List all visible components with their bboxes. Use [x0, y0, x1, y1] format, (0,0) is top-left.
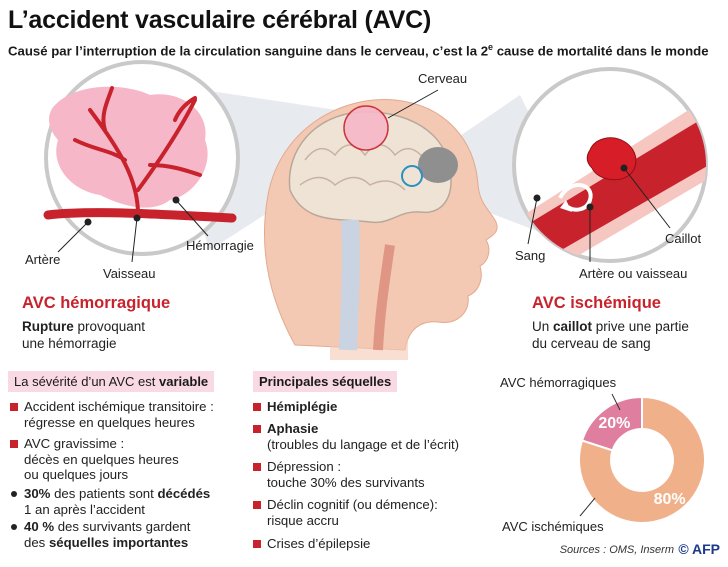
sequelle-item-3-l2: touche 30% des survivants [267, 474, 425, 490]
blood-flow-arrowhead [560, 200, 572, 212]
sang-pointer [527, 197, 538, 245]
severity-item-3-m: des patients sont [50, 486, 158, 501]
label-vaisseau: Vaisseau [103, 266, 156, 281]
sources: Sources : OMS, Inserm [559, 544, 674, 556]
label-artere: Artère [25, 252, 61, 267]
sequelle-item-4-l2: risque accru [267, 512, 339, 528]
sequelle-item-2: Aphasie (troubles du langage et de l’écr… [253, 421, 459, 452]
sequelles-header: Principales séquelles [253, 371, 398, 392]
avc-hemorragique-desc: Rupture provoquant une hémorragie [22, 318, 145, 352]
donut-category-hemorragiques: AVC hémorragiques [500, 375, 617, 390]
vessel-section [514, 90, 706, 261]
sequelle-item-5: Crises d’épilepsie [253, 536, 370, 552]
ischemique-bold: caillot [553, 319, 593, 334]
severity-item-2-l2: décès en quelques heures [24, 451, 179, 467]
severity-item-1: Accident ischémique transitoire : régres… [10, 399, 214, 430]
cerveau-pointer [387, 89, 439, 119]
brain-folds [299, 144, 426, 191]
severity-item-4-b1: 40 % [24, 519, 55, 534]
sequelle-item-3: Dépression : touche 30% des survivants [253, 459, 425, 490]
severity-item-1-l2: régresse en quelques heures [24, 414, 195, 430]
severity-header-text: La sévérité d’un AVC est [14, 374, 160, 389]
donut-chart: 20% 80% [578, 395, 706, 524]
label-artere-ou-vaisseau: Artère ou vaisseau [579, 266, 688, 281]
brain-zoom-circle-2 [401, 165, 423, 187]
donut-value-label-0: 20% [598, 415, 630, 432]
label-hemorragie: Hémorragie [186, 238, 254, 253]
donut-value-label-1: 80% [654, 491, 686, 508]
artery-left [43, 208, 237, 223]
page-subtitle: Causé par l’interruption de la circulati… [8, 42, 709, 58]
airway [373, 244, 395, 351]
brainstem [339, 219, 360, 351]
hemorragique-rest: provoquant [73, 319, 146, 334]
page-title: L’accident vasculaire cérébral (AVC) [8, 6, 432, 34]
severity-header: La sévérité d’un AVC est variable [8, 371, 215, 392]
sequelle-item-5-text: Crises d’épilepsie [267, 536, 371, 551]
cerebellum [418, 147, 458, 183]
ischemique-pre: Un [532, 319, 554, 334]
severity-item-3: 30% des patients sont décédés 1 an après… [10, 486, 210, 517]
subtitle-text: Causé par l’interruption de la circulati… [8, 43, 489, 59]
severity-item-4-m: des survivants gardent [54, 519, 191, 534]
vessel-branches [73, 86, 202, 216]
severity-item-3-l2: 1 an après l’accident [24, 501, 145, 517]
sequelle-item-3-l1: Dépression : [267, 459, 342, 474]
hemorragie-pointer [175, 199, 209, 237]
sequelle-item-2-l2: (troubles du langage et de l’écrit) [267, 436, 460, 452]
label-caillot: Caillot [665, 231, 702, 246]
hemorragique-bold: Rupture [22, 319, 74, 334]
afp-logo: © AFP [678, 541, 720, 557]
avc-ischemique-desc: Un caillot prive une partie du cerveau d… [532, 318, 689, 352]
hemorragique-line2: une hémorragie [22, 336, 117, 351]
severity-item-2-l3: ou quelques jours [24, 467, 129, 482]
label-sang: Sang [515, 248, 546, 263]
severity-item-3-b1: 30% [24, 486, 51, 501]
subtitle-text-end: cause de mortalité dans le monde [493, 43, 709, 59]
severity-item-4-l2-pre: des [24, 534, 49, 550]
severity-item-4-l2-bold: séquelles importantes [48, 534, 189, 550]
sequelle-item-4-l1: Déclin cognitif (ou démence): [267, 497, 438, 512]
sequelle-item-1: Hémiplégie [253, 399, 337, 415]
sequelle-item-1-text: Hémiplégie [267, 399, 338, 414]
caillot-pointer [623, 167, 671, 229]
severity-item-1-l1: Accident ischémique transitoire : [24, 399, 214, 414]
avc-ischemique-title: AVC ischémique [532, 294, 661, 312]
severity-item-2: AVC gravissime : décès en quelques heure… [10, 436, 179, 483]
label-cerveau: Cerveau [418, 71, 468, 86]
sequelle-item-2-l1: Aphasie [267, 421, 319, 436]
severity-item-2-l1: AVC gravissime : [24, 436, 125, 451]
donut-category-ischemiques: AVC ischémiques [502, 519, 604, 534]
donut-slice-1 [578, 395, 706, 524]
ischemique-line2: du cerveau de sang [532, 336, 651, 351]
severity-item-3-b2: décédés [157, 486, 211, 501]
severity-header-bold: variable [159, 374, 209, 389]
donut-bottom-leader [579, 497, 596, 517]
subtitle-sup: e [488, 42, 494, 52]
severity-item-4: 40 % des survivants gardent des séquelle… [10, 519, 190, 550]
ischemique-rest: prive une partie [592, 319, 689, 334]
avc-hemorragique-title: AVC hémorragique [22, 294, 171, 312]
sequelle-item-4: Déclin cognitif (ou démence): risque acc… [253, 497, 438, 528]
vaisseau-pointer [131, 217, 138, 263]
artere-pointer [57, 221, 89, 253]
donut-top-leader [611, 393, 621, 411]
brain-zoom-circle-1 [343, 105, 389, 151]
hemorrhage-blob [49, 86, 208, 208]
blood-flow-arrow [558, 183, 593, 212]
